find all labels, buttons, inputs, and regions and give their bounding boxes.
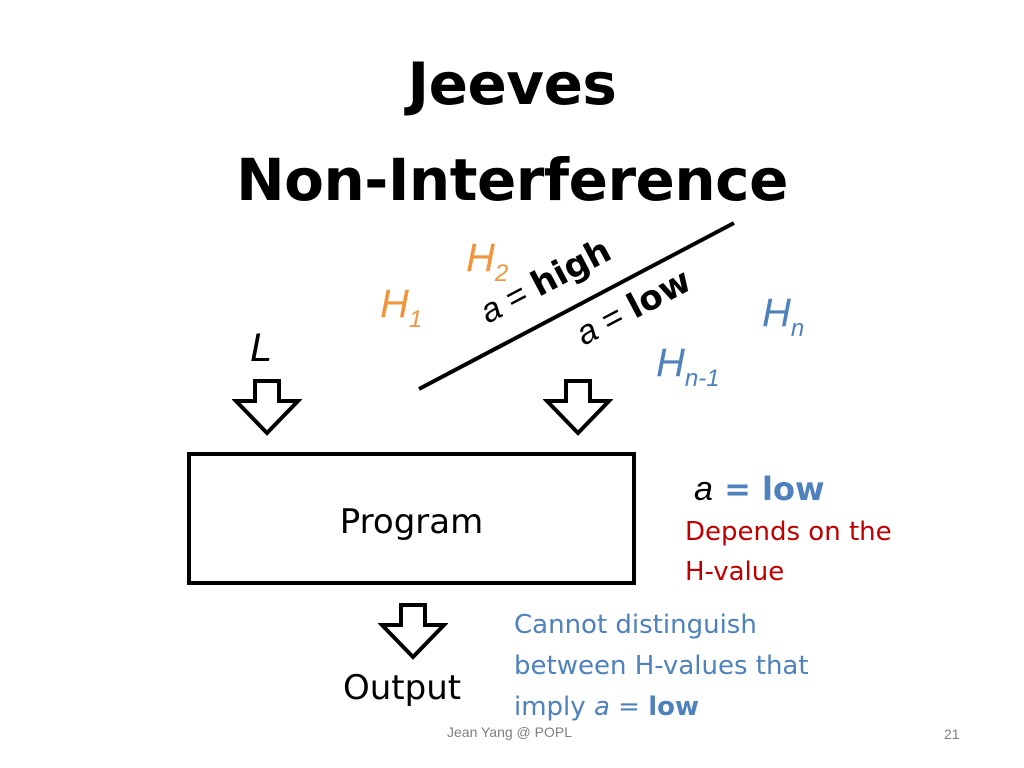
slide-title-line1: Jeeves xyxy=(407,50,617,118)
program-box xyxy=(187,452,636,585)
input-arrow-low-icon xyxy=(232,379,302,436)
input-arrow-high-icon xyxy=(543,379,613,436)
annotation-cannot-line1: Cannot distinguish xyxy=(514,610,757,640)
label-h1: H1 xyxy=(380,282,423,333)
output-arrow-icon xyxy=(378,603,448,660)
output-label: Output xyxy=(343,668,462,708)
label-hn-minus-1: Hn-1 xyxy=(656,341,720,392)
annotation-a-equals-low: a = low xyxy=(694,470,825,508)
annotation-cannot-line2: between H-values that xyxy=(514,651,809,681)
annotation-depends-line2: H-value xyxy=(685,557,785,587)
label-hn: Hn xyxy=(762,291,805,342)
annotation-cannot-line3: imply a = low xyxy=(514,692,699,722)
page-number: 21 xyxy=(944,726,960,742)
label-h2: H2 xyxy=(466,236,509,287)
label-l: L xyxy=(250,326,273,370)
footer-text: Jean Yang @ POPL xyxy=(447,724,572,740)
slide-title-line2: Non-Interference xyxy=(236,146,788,214)
annotation-depends-line1: Depends on the xyxy=(685,517,892,547)
program-label: Program xyxy=(339,501,484,542)
